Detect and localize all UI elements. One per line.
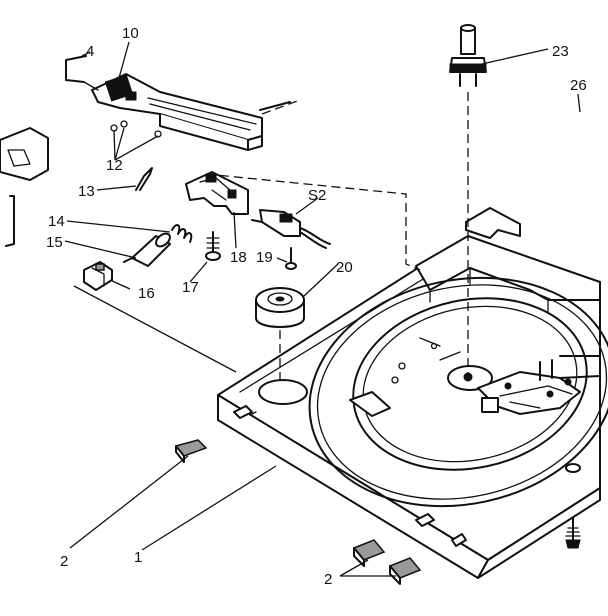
callout-2-left: 2 [60,553,68,570]
foot-pad-part [388,557,422,585]
switch-s2-part [251,209,331,249]
screw-part-17 [205,231,221,261]
leader-lines [64,41,581,577]
idler-wheel-part [255,287,305,328]
alignment-line [205,173,421,271]
callout-14: 14 [48,213,65,230]
cropped-part-left-edge [0,127,49,247]
coil-spring-part [171,224,193,243]
callout-S2: S2 [308,187,326,204]
callout-12: 12 [106,157,123,174]
callout-13: 13 [78,183,95,200]
slider-block-part [83,261,113,291]
callout-2-bottom: 2 [324,571,332,588]
callout-4: 4 [86,43,94,60]
foot-pad-part [174,439,208,463]
callout-20: 20 [336,259,353,276]
callout-1: 1 [134,549,142,566]
spindle-post-part [449,24,487,87]
tone-arm-assembly [65,55,301,151]
callout-19: 19 [256,249,273,266]
callout-26: 26 [570,77,587,94]
callout-16: 16 [138,285,155,302]
screw-part-19 [285,247,297,270]
callout-23: 23 [552,43,569,60]
callout-10: 10 [122,25,139,42]
plunger-knob-part [123,232,171,267]
foot-pad-part [352,539,386,567]
callout-18: 18 [230,249,247,266]
bracket-part [185,171,249,215]
spring-clip-part [135,167,153,191]
callout-17: 17 [182,279,199,296]
turntable-base-part [217,207,608,579]
alignment-line [73,285,237,373]
callout-15: 15 [46,234,63,251]
